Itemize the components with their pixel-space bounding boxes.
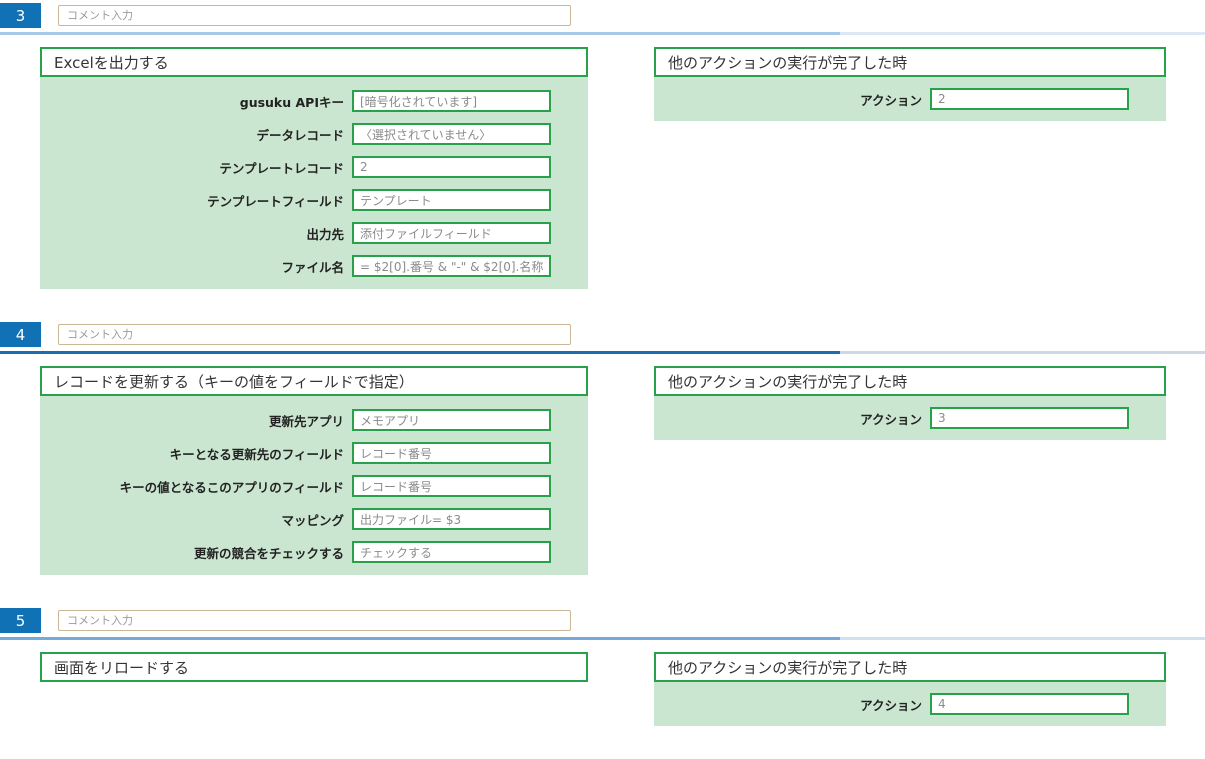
step-number-badge: 4 xyxy=(0,322,41,347)
trigger-card: 他のアクションの実行が完了した時 アクション xyxy=(654,652,1166,726)
action-title[interactable]: Excelを出力する xyxy=(40,47,588,77)
field-label: キーとなる更新先のフィールド xyxy=(169,446,344,462)
trigger-fields: アクション xyxy=(654,682,1166,726)
section-divider xyxy=(0,637,1205,640)
field-label: 更新の競合をチェックする xyxy=(193,545,344,561)
section-divider xyxy=(0,32,1205,35)
step-header: 3 xyxy=(0,3,1205,28)
action-card: レコードを更新する（キーの値をフィールドで指定） 更新先アプリ キーとなる更新先… xyxy=(40,366,588,575)
comment-input[interactable] xyxy=(58,5,571,26)
step-header: 5 xyxy=(0,608,1205,633)
field-label: マッピング xyxy=(281,512,344,528)
field-label: 出力先 xyxy=(306,226,344,242)
field-input[interactable] xyxy=(352,255,551,277)
section-divider xyxy=(0,351,1205,354)
field-input[interactable] xyxy=(352,508,551,530)
trigger-title[interactable]: 他のアクションの実行が完了した時 xyxy=(654,47,1166,77)
action-number-input[interactable] xyxy=(930,407,1129,429)
action-number-input[interactable] xyxy=(930,88,1129,110)
field-row: 更新先アプリ xyxy=(40,409,588,431)
step-content: レコードを更新する（キーの値をフィールドで指定） 更新先アプリ キーとなる更新先… xyxy=(0,366,1205,575)
step-number-badge: 5 xyxy=(0,608,41,633)
trigger-fields: アクション xyxy=(654,77,1166,121)
field-label: gusuku APIキー xyxy=(239,94,344,110)
field-label: キーの値となるこのアプリのフィールド xyxy=(119,479,344,495)
step-content: Excelを出力する gusuku APIキー データレコード テンプレートレコ… xyxy=(0,47,1205,289)
field-row: アクション xyxy=(654,88,1166,110)
field-label: テンプレートレコード xyxy=(219,160,344,176)
field-row: データレコード xyxy=(40,123,588,145)
field-row: キーとなる更新先のフィールド xyxy=(40,442,588,464)
field-input[interactable] xyxy=(352,123,551,145)
action-card: 画面をリロードする xyxy=(40,652,588,726)
trigger-fields: アクション xyxy=(654,396,1166,440)
field-input[interactable] xyxy=(352,90,551,112)
field-row: 更新の競合をチェックする xyxy=(40,541,588,563)
field-input[interactable] xyxy=(352,475,551,497)
field-label: 更新先アプリ xyxy=(268,413,344,429)
workflow-step: 5 画面をリロードする 他のアクションの実行が完了した時 アクション xyxy=(0,608,1205,726)
field-row: アクション xyxy=(654,693,1166,715)
workflow-step: 4 レコードを更新する（キーの値をフィールドで指定） 更新先アプリ キーとなる更… xyxy=(0,322,1205,575)
field-row: マッピング xyxy=(40,508,588,530)
trigger-card: 他のアクションの実行が完了した時 アクション xyxy=(654,366,1166,575)
trigger-card: 他のアクションの実行が完了した時 アクション xyxy=(654,47,1166,289)
trigger-title[interactable]: 他のアクションの実行が完了した時 xyxy=(654,366,1166,396)
field-input[interactable] xyxy=(352,442,551,464)
action-number-input[interactable] xyxy=(930,693,1129,715)
step-content: 画面をリロードする 他のアクションの実行が完了した時 アクション xyxy=(0,652,1205,726)
field-row: キーの値となるこのアプリのフィールド xyxy=(40,475,588,497)
field-row: ファイル名 xyxy=(40,255,588,277)
action-card: Excelを出力する gusuku APIキー データレコード テンプレートレコ… xyxy=(40,47,588,289)
field-input[interactable] xyxy=(352,541,551,563)
field-input[interactable] xyxy=(352,409,551,431)
action-title[interactable]: 画面をリロードする xyxy=(40,652,588,682)
field-label: ファイル名 xyxy=(281,259,344,275)
field-row: テンプレートレコード xyxy=(40,156,588,178)
field-row: gusuku APIキー xyxy=(40,90,588,112)
trigger-title[interactable]: 他のアクションの実行が完了した時 xyxy=(654,652,1166,682)
action-number-label: アクション xyxy=(860,697,922,713)
field-row: テンプレートフィールド xyxy=(40,189,588,211)
field-label: テンプレートフィールド xyxy=(207,193,344,209)
step-header: 4 xyxy=(0,322,1205,347)
action-number-label: アクション xyxy=(860,411,922,427)
field-row: 出力先 xyxy=(40,222,588,244)
field-label: データレコード xyxy=(256,127,344,143)
comment-input[interactable] xyxy=(58,324,571,345)
action-fields: gusuku APIキー データレコード テンプレートレコード テンプレートフィ… xyxy=(40,77,588,289)
workflow-canvas: 3 Excelを出力する gusuku APIキー データレコード テンプレート… xyxy=(0,3,1205,726)
field-row: アクション xyxy=(654,407,1166,429)
field-input[interactable] xyxy=(352,222,551,244)
workflow-step: 3 Excelを出力する gusuku APIキー データレコード テンプレート… xyxy=(0,3,1205,289)
step-number-badge: 3 xyxy=(0,3,41,28)
field-input[interactable] xyxy=(352,156,551,178)
action-number-label: アクション xyxy=(860,92,922,108)
action-title[interactable]: レコードを更新する（キーの値をフィールドで指定） xyxy=(40,366,588,396)
action-fields: 更新先アプリ キーとなる更新先のフィールド キーの値となるこのアプリのフィールド… xyxy=(40,396,588,575)
comment-input[interactable] xyxy=(58,610,571,631)
field-input[interactable] xyxy=(352,189,551,211)
